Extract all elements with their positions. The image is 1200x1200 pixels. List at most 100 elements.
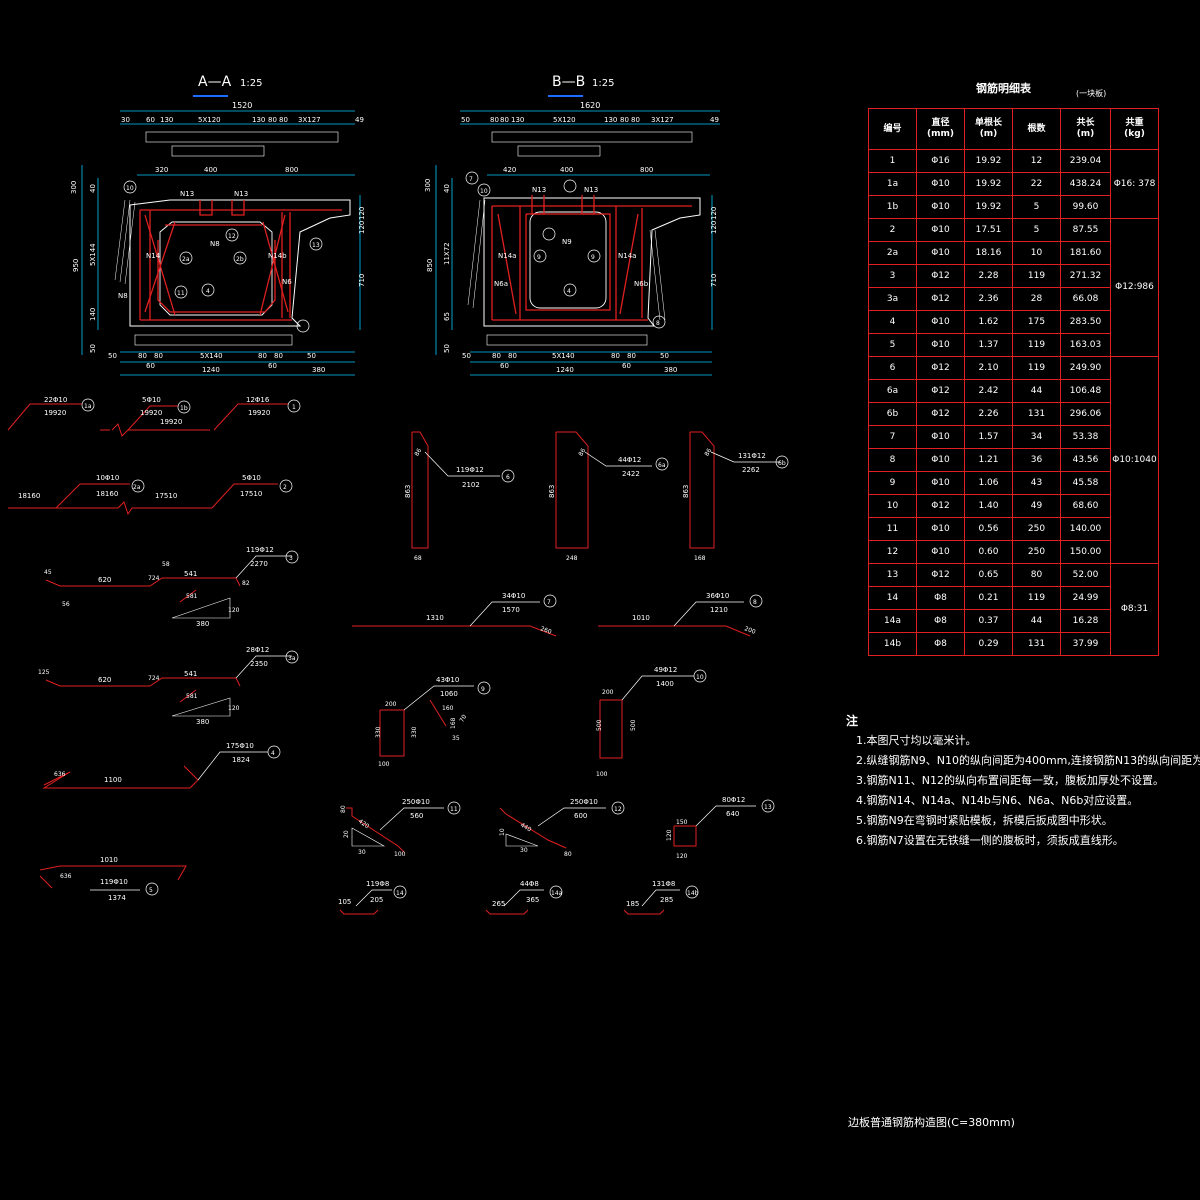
aa-bot-80b: 80 [154,352,163,360]
bar-14-id: 14 [396,890,404,897]
bar-6a-d248: 248 [566,555,578,562]
bar-12-d80: 80 [564,851,572,858]
rebar-cell: 22 [1012,172,1061,196]
rebar-cell: 271.32 [1060,264,1111,288]
bar-10-count: 49Φ12 [654,666,677,674]
aa-tag-n14: N14 [146,252,161,260]
rebar-cell: 87.55 [1060,218,1111,242]
rebar-cell: 43.56 [1060,448,1111,472]
rebar-cell: 0.37 [964,609,1013,633]
rebar-table-header: 编号 直径 (mm) 单根长 (m) 根数 共长 (m) 共重 (kg) [868,108,1159,150]
rebar-cell: 250 [1012,540,1061,564]
bar-6-d68: 68 [414,555,422,562]
bar-8-id: 8 [753,599,757,606]
aa-bot-80c: 80 [258,352,267,360]
rebar-cell: 1.57 [964,425,1013,449]
bb-dim-80c: 80 [620,116,629,124]
rebar-cell: 36 [1012,448,1061,472]
rebar-cell: Φ12 [916,563,965,587]
rebar-cell: 10 [868,494,917,518]
bar-6: 119Φ12 2102 6 863 68 86 [404,431,515,562]
rebar-weight-cell: Φ8:31 [1110,563,1159,656]
rebar-cell: Φ12 [916,264,965,288]
bar-1a-count: 22Φ10 [44,396,67,404]
bar-11-d100: 100 [394,851,406,858]
bar-11-d420: 420 [357,818,371,830]
bb-tag-4: 4 [567,288,571,295]
bar-3-d380: 380 [196,620,209,628]
bar-7-d260: 260 [539,625,552,636]
bar-14-d105: 105 [338,898,351,906]
bar-11-count: 250Φ10 [402,798,430,806]
bb-tag-9a: 9 [537,254,541,261]
aa-tag-13: 13 [312,242,320,249]
aa-sub-60: 60 [146,362,155,370]
bb-dim-50: 50 [461,116,470,124]
bb-inner-800: 800 [640,166,653,174]
bb-bot-80b: 80 [508,352,517,360]
aa-side-140: 140 [89,308,97,321]
bar-6b-count: 131Φ12 [738,452,766,460]
bb-tag-n6b: N6b [634,280,649,288]
rebar-cell: 6 [868,356,917,380]
bar-3a-d581: 581 [186,693,198,700]
rebar-cell: 175 [1012,310,1061,334]
rebar-cell: 52.00 [1060,563,1111,587]
aa-side-950: 950 [72,259,80,272]
bar-5-count: 119Φ10 [100,878,128,886]
rebar-cell: 119 [1012,586,1061,610]
bb-sub-60b: 60 [622,362,631,370]
rebar-cell: 1.21 [964,448,1013,472]
note-4: 4.钢筋N14、N14a、N14b与N6、N6a、N6b对应设置。 [856,794,1139,807]
bb-side-300: 300 [424,179,432,192]
bar-4: 175Φ10 1824 4 1100 636 [42,742,281,789]
bb-dim-130b: 130 [604,116,617,124]
rebar-cell: Φ10 [916,310,965,334]
bar-3a-len: 2350 [250,660,268,668]
bar-4-id: 4 [271,750,275,757]
aa-tag-n13a: N13 [180,190,194,198]
rebar-cell: 44 [1012,379,1061,403]
aa-tag-n6: N6 [282,278,292,286]
drawing-title: 边板普通钢筋构造图(C=380mm) [848,1115,1015,1129]
bar-9-d70: 70 [458,713,468,723]
bar-2a: 18160 10Φ10 18160 2a [8,474,145,509]
bar-4-count: 175Φ10 [226,742,254,750]
rebar-cell: 1.37 [964,333,1013,357]
aa-tag-n8: N8 [118,292,128,300]
bar-1-len: 19920 [248,409,270,417]
bar-9-d168: 168 [450,717,457,729]
rebar-cell: 1.06 [964,471,1013,495]
rebar-cell: Φ16 [916,149,965,173]
bar-12-count: 250Φ10 [570,798,598,806]
aa-side-300: 300 [70,181,78,194]
bar-11-d80: 80 [340,805,347,813]
bar-7: 34Φ10 1570 7 1310 260 [352,592,557,637]
aa-tag-11: 11 [177,290,185,297]
bar-14-d205: 205 [370,896,383,904]
bar-3-d724: 724 [148,575,160,582]
rebar-cell: 0.56 [964,517,1013,541]
section-aa-scale: 1:25 [240,78,262,89]
bb-side-40: 40 [443,184,451,193]
aa-tag-2b: 2b [236,256,244,263]
bar-12: 250Φ10 600 12 440 10 30 80 [499,798,625,858]
aa-sub-60b: 60 [268,362,277,370]
rebar-cell: 37.99 [1060,632,1111,656]
bar-1-count: 12Φ16 [246,396,270,404]
bar-11-len: 560 [410,812,423,820]
aa-tag-n13b: N13 [234,190,248,198]
bb-tag-8: 8 [656,320,660,327]
bb-dim-49: 49 [710,116,719,124]
bar-10-len: 1400 [656,680,674,688]
aa-tag-12: 12 [228,233,236,240]
bb-tag-7: 7 [469,176,473,183]
bar-14a-d365: 365 [526,896,539,904]
rebar-weight-cell: Φ10:1040 [1110,356,1159,564]
bb-sub-60: 60 [500,362,509,370]
